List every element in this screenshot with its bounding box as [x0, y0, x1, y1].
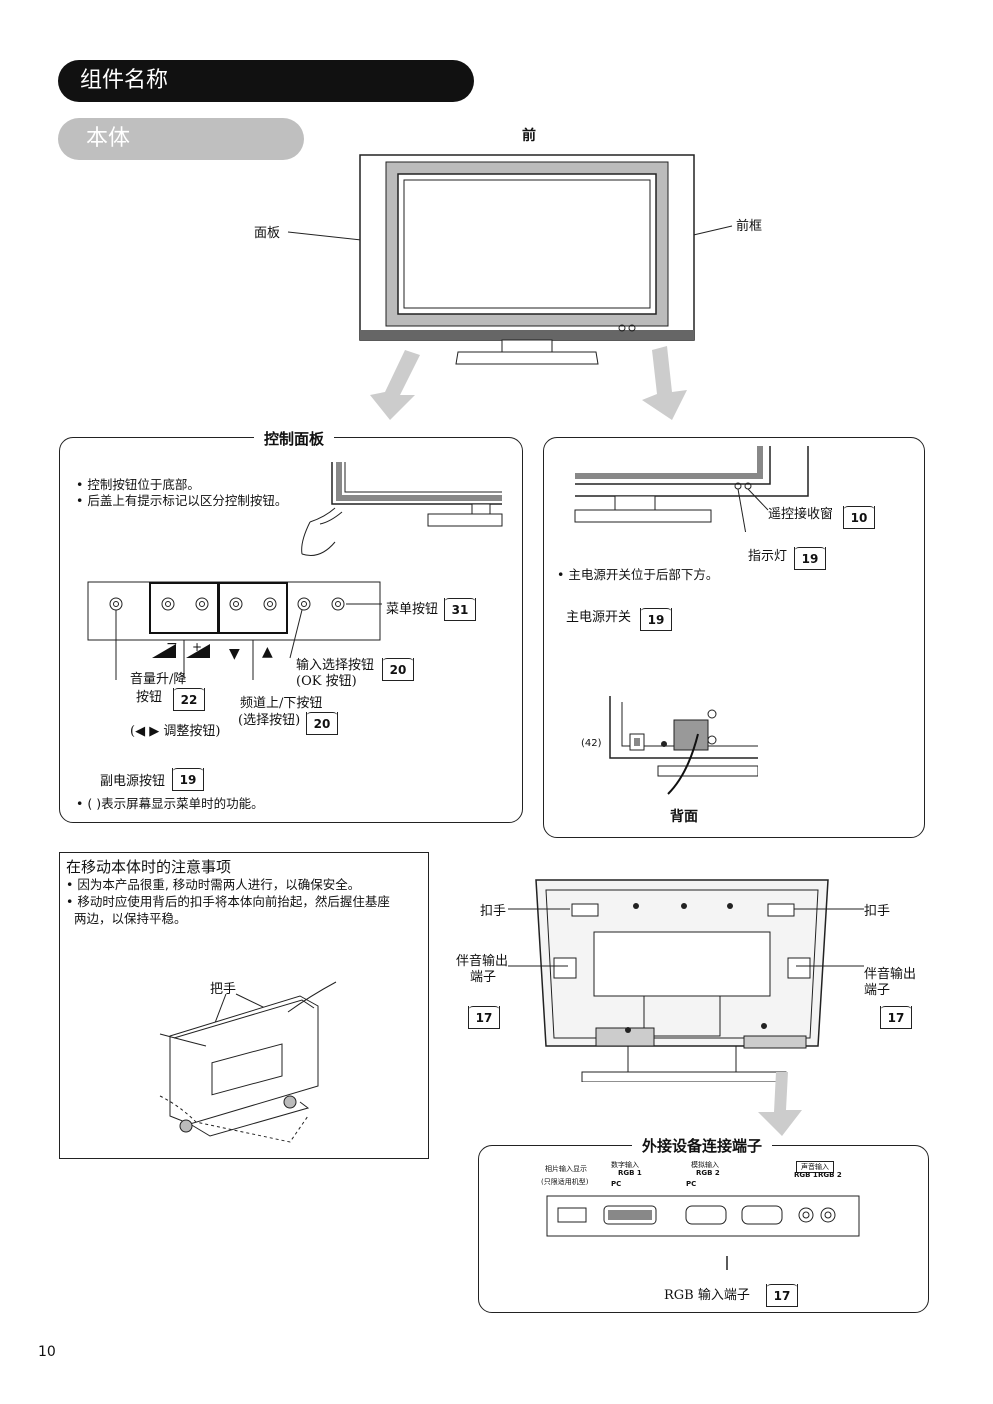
rear-view-illustration	[535, 879, 829, 1082]
remote-window-label: 遥控接收窗	[768, 507, 834, 522]
audio-out-left-1: 伴音输出	[456, 954, 509, 969]
control-bullet-1: • 控制按钮位于底部。	[76, 477, 200, 492]
rear-power-switch-illustration	[609, 696, 758, 795]
digital-pc-label: PC	[611, 1180, 622, 1188]
channel-sub: (选择按钮)	[238, 713, 301, 728]
section-subtitle: 本体	[58, 118, 304, 160]
channel-down-icon: ▼	[229, 646, 240, 662]
digital-rgb1-label: RGB 1	[618, 1169, 642, 1177]
control-footnote: • ( )表示屏幕显示菜单时的功能。	[76, 796, 264, 811]
digital-in-label: 数字输入	[611, 1161, 639, 1169]
indicator-label: 指示灯	[748, 549, 788, 564]
indicator-ref: 19	[794, 547, 826, 570]
control-panel-title: 控制面板	[254, 428, 335, 449]
input-select-label: 输入选择按钮	[296, 658, 375, 673]
sub-power-label: 副电源按钮	[100, 774, 166, 789]
handle-left-label: 扣手	[480, 904, 507, 919]
rear-ref-left: 17	[468, 1006, 500, 1029]
page-number: 10	[38, 1344, 56, 1360]
main-power-label: 主电源开关	[566, 610, 632, 625]
volume-label: 音量升/降	[130, 672, 187, 687]
audio-rgb2-label: RGB 2	[818, 1171, 842, 1179]
control-bullet-2: • 后盖上有提示标记以区分控制按钮。	[76, 493, 288, 508]
terminals-title: 外接设备连接端子	[632, 1135, 773, 1156]
menu-ref: 31	[444, 598, 476, 621]
sub-power-ref: 19	[172, 768, 204, 791]
rgb-input-label: RGB 输入端子	[664, 1288, 750, 1303]
control-buttons-strip	[87, 581, 382, 680]
tv-corner-illustration	[574, 446, 809, 532]
audio-in-label: 声音输入	[796, 1161, 834, 1173]
volume-minus: −	[166, 636, 178, 652]
caution-title: 在移动本体时的注意事项	[66, 858, 232, 876]
channel-ref: 20	[306, 712, 338, 735]
back-label: 背面	[670, 809, 698, 825]
volume-ref: 22	[173, 688, 205, 711]
panel-label: 面板	[254, 226, 281, 241]
rear-leader-lines	[508, 908, 864, 967]
main-power-ref: 19	[640, 608, 672, 631]
caution-bullet-2: • 移动时应使用背后的扣手将本体向前抬起，然后握住基座	[66, 894, 390, 909]
audio-rgb1-label: RGB 1	[794, 1171, 818, 1179]
audio-out-left-2: 端子	[470, 970, 497, 985]
analog-in-label: 模拟输入	[691, 1161, 719, 1169]
analog-rgb2-label: RGB 2	[696, 1169, 720, 1177]
rgb-input-ref: 17	[766, 1284, 798, 1307]
photo-input-label-1: 相片输入显示	[545, 1165, 587, 1173]
front-label: 前	[522, 128, 536, 144]
rear-info-box	[543, 437, 925, 838]
input-ref: 20	[382, 658, 414, 681]
caution-bullet-3: 两边，以保持平稳。	[66, 911, 187, 926]
analog-pc-label: PC	[686, 1180, 697, 1188]
input-select-sub: (OK 按钮)	[296, 674, 357, 689]
caution-box	[59, 852, 429, 1159]
audio-out-right-2: 端子	[864, 983, 891, 998]
model-size-label: (42)	[581, 738, 602, 749]
volume-sub: 按钮	[136, 690, 163, 705]
main-power-bullet: • 主电源开关位于后部下方。	[557, 567, 719, 582]
volume-plus: +	[192, 640, 203, 654]
bezel-label: 前框	[736, 219, 763, 234]
tv-bottom-illustration	[301, 462, 503, 556]
remote-ref: 10	[843, 506, 875, 529]
adjust-label: (◀ ▶ 调整按钮)	[130, 724, 221, 739]
channel-up-icon: ▲	[262, 644, 273, 660]
photo-input-label-2: (只限适用机型)	[541, 1178, 589, 1186]
caution-bullet-1: • 因为本产品很重, 移动时需两人进行，以确保安全。	[66, 877, 361, 892]
rear-ref-right: 17	[880, 1006, 912, 1029]
section-title: 组件名称	[58, 60, 474, 102]
menu-button-label: 菜单按钮	[386, 602, 439, 617]
handle-right-label: 扣手	[864, 904, 891, 919]
carrying-illustration	[159, 981, 337, 1143]
terminal-panel-illustration	[546, 1195, 860, 1270]
front-tv-illustration	[287, 154, 733, 420]
down-arrow-icon	[758, 1072, 802, 1136]
channel-label: 频道上/下按钮	[240, 696, 323, 711]
handle-label: 把手	[210, 982, 237, 997]
audio-out-right-1: 伴音输出	[864, 967, 917, 982]
